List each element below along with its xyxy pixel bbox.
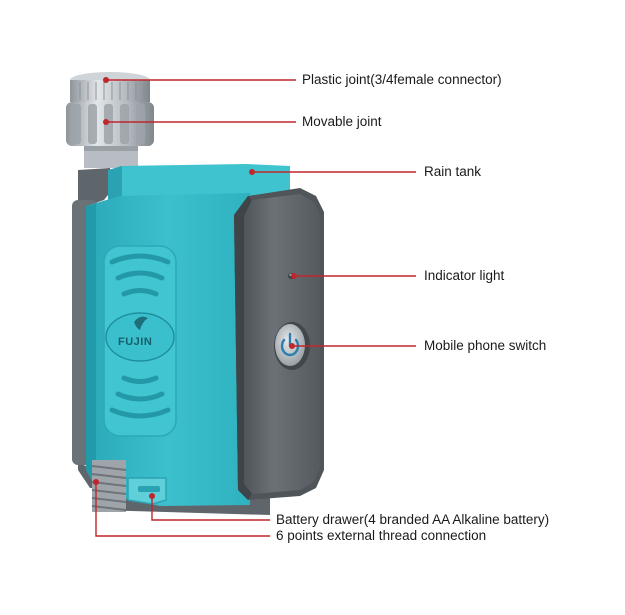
callout-external-thread: 6 points external thread connection — [276, 528, 487, 543]
callout-plastic-joint: Plastic joint(3/4female connector) — [302, 72, 502, 87]
fujin-logo — [105, 312, 175, 362]
callout-battery-drawer: Battery drawer(4 branded AA Alkaline bat… — [276, 512, 550, 527]
logo-text: FUJIN — [118, 336, 153, 348]
callout-mobile-phone-switch: Mobile phone switch — [424, 338, 547, 353]
plastic-joint — [70, 72, 150, 102]
callout-indicator-light: Indicator light — [424, 268, 505, 283]
leader-lines — [95, 79, 416, 537]
battery-drawer — [127, 477, 167, 505]
thread-connector — [91, 460, 127, 512]
callout-rain-tank: Rain tank — [424, 164, 482, 179]
callout-movable-joint: Movable joint — [302, 114, 382, 129]
rain-tank — [108, 164, 290, 200]
movable-joint — [66, 102, 154, 168]
signal-arcs — [109, 253, 171, 419]
leader-dots — [93, 77, 297, 499]
